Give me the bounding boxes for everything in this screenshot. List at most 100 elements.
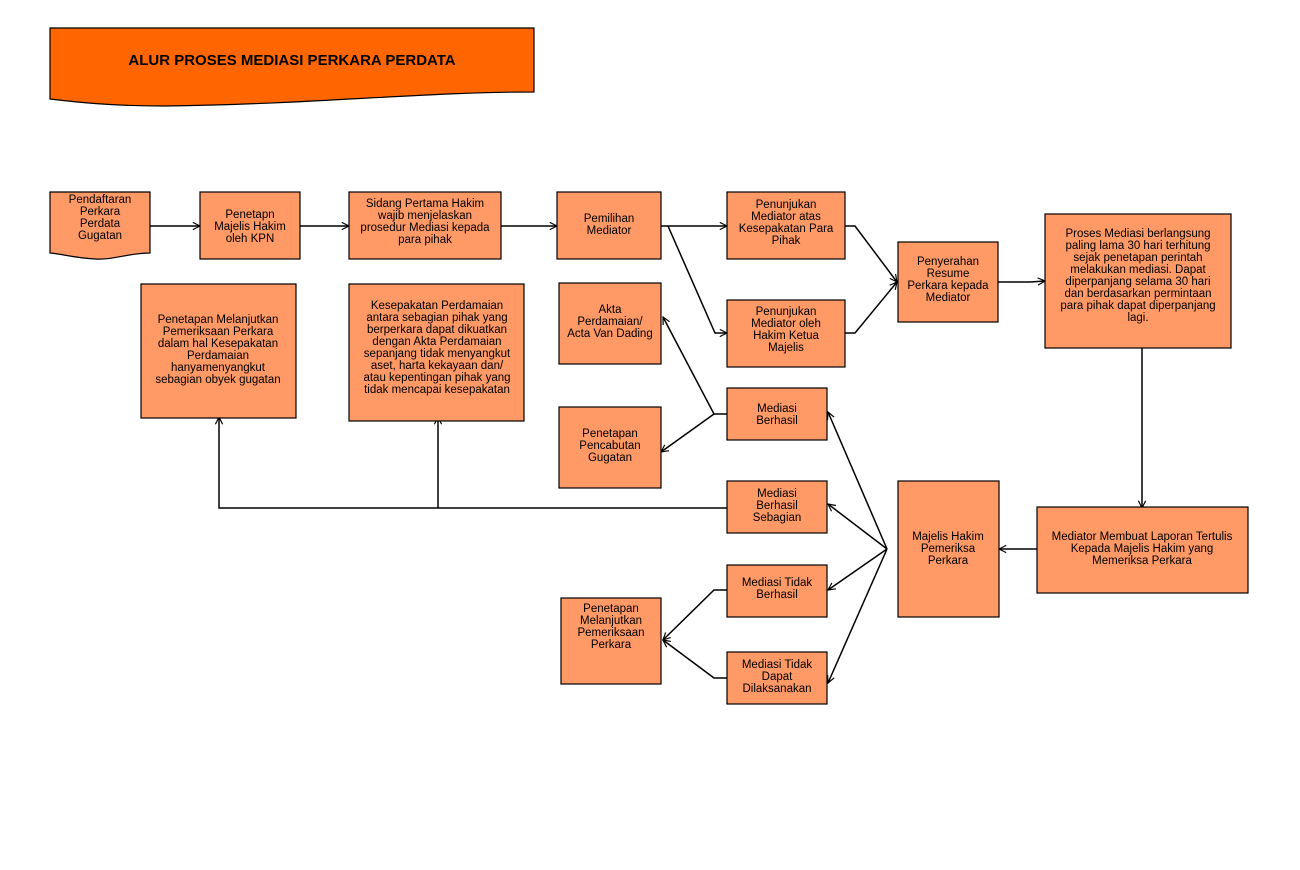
node-text-line: Sidang Pertama Hakim (366, 198, 484, 210)
node-text-line: oleh KPN (226, 233, 275, 245)
connector-sebagian-left (219, 417, 727, 509)
connector-hakim-penyerahan (845, 282, 897, 334)
node-text-line: hanyamenyangkut (171, 362, 266, 374)
node-text-line: Hakim Ketua (753, 330, 819, 342)
node-text-line: Majelis Hakim (912, 531, 984, 543)
node-text-line: lagi. (1127, 312, 1148, 324)
node-text-line: Penetapan (583, 603, 639, 615)
node-text-line: sejak penetapan perintah (1073, 252, 1202, 264)
node-text-line: wajib menjelaskan (377, 210, 472, 222)
page-title: ALUR PROSES MEDIASI PERKARA PERDATA (128, 52, 455, 69)
node-text-line: Perdamaian/ (577, 316, 643, 328)
node-text-line: Mediator oleh (751, 318, 821, 330)
connector-majelis-tidak-berhasil (828, 548, 888, 590)
node-text-line: Pihak (772, 235, 801, 247)
node-text-line: Pemilihan (584, 213, 635, 225)
connector-kesepakatan-penyerahan (845, 225, 897, 282)
node-text-line: Memeriksa Perkara (1092, 555, 1192, 567)
node-text-line: atau kepentingan pihak yang (363, 372, 510, 384)
node-text-line: Melanjutkan (580, 615, 642, 627)
node-text-line: sebagian obyek gugatan (155, 374, 280, 386)
node-text-line: diperpanjang selama 30 hari (1065, 276, 1210, 288)
node-text-line: Penetapn (225, 209, 274, 221)
node-text-line: Berhasil (756, 589, 798, 601)
node-text-line: Pemeriksaan (577, 627, 644, 639)
connector-majelis-berhasil (828, 412, 888, 550)
node-text-line: melakukan mediasi. Dapat (1070, 264, 1206, 276)
node-text-line: Pencabutan (579, 440, 640, 452)
node-text-line: Kesepakatan Perdamaian (371, 300, 503, 312)
node-text-line: Mediasi (757, 403, 797, 415)
node-text-line: Gugatan (78, 230, 122, 242)
connector-majelis-sebagian (828, 504, 888, 550)
node-text-line: antara sebagian pihak yang (366, 312, 507, 324)
node-text-line: paling lama 30 hari terhitung (1065, 240, 1210, 252)
node-text-line: Dilaksanakan (742, 683, 811, 695)
node-text-line: Mediator atas (751, 211, 821, 223)
node-text-line: dengan Akta Perdamaian (372, 336, 501, 348)
connector-berhasil-akta (662, 317, 727, 415)
title-banner: ALUR PROSES MEDIASI PERKARA PERDATA (49, 27, 535, 107)
connector-tidak-berhasil-penetapan (663, 589, 727, 640)
node-text-line: Mediator (926, 292, 971, 304)
connector-berhasil-pencabutan (661, 413, 715, 452)
node-text-line: Mediasi Tidak (742, 577, 813, 589)
connector-majelis-tidak-dapat (828, 548, 888, 683)
node-text-line: Proses Mediasi berlangsung (1065, 228, 1210, 240)
node-text-line: para pihak dapat diperpanjang (1060, 300, 1215, 312)
node-text-line: Acta Van Dading (567, 328, 652, 340)
node-text-line: Majelis (768, 342, 804, 354)
node-text-line: Majelis Hakim (214, 221, 286, 233)
node-text-line: Penunjukan (756, 306, 817, 318)
node-text-line: Penetapan (582, 428, 638, 440)
node-text-line: Dapat (762, 671, 793, 683)
node-text-line: Sebagian (753, 512, 802, 524)
node-text-line: Pendaftaran (69, 194, 132, 206)
node-text-line: Resume (927, 268, 970, 280)
node-text-line: Kesepakatan Para (739, 223, 834, 235)
node-text-line: aset, harta kekayaan dan/ (371, 360, 504, 372)
connector-tidak-dapat-penetapan (663, 640, 727, 679)
node-text-line: berperkara dapat dikuatkan (367, 324, 507, 336)
node-text-line: Berhasil (756, 500, 798, 512)
node-text-line: Pemeriksaan Perkara (163, 326, 274, 338)
node-text-line: Penunjukan (756, 199, 817, 211)
node-text-line: Penetapan Melanjutkan (158, 314, 279, 326)
node-text-line: Perkara (591, 639, 632, 651)
node-text-line: Perdamaian (187, 350, 249, 362)
node-text-line: dan berdasarkan permintaan (1064, 288, 1211, 300)
node-text-line: Perkara (80, 206, 121, 218)
